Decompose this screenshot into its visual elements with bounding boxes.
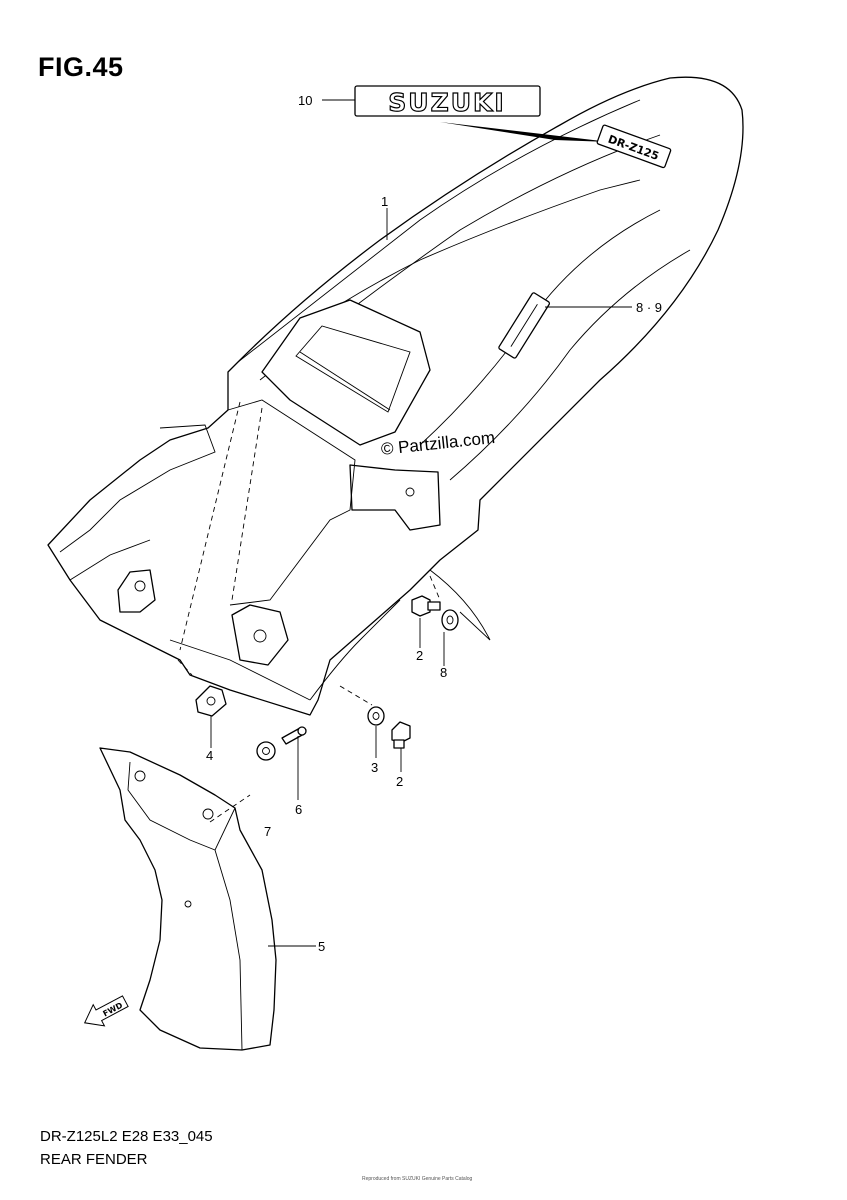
washer-part[interactable] <box>367 706 385 726</box>
bolt-part[interactable] <box>411 595 441 617</box>
callout-2a: 2 <box>416 648 423 663</box>
callout-10: 10 <box>298 93 312 108</box>
callout-3: 3 <box>371 760 378 775</box>
bolt-part[interactable] <box>391 721 411 749</box>
leader-lines <box>210 99 632 947</box>
callout-5: 5 <box>318 939 325 954</box>
callout-8: 8 <box>440 665 447 680</box>
grommet-part[interactable] <box>195 685 227 717</box>
footer-note: Reproduced from SUZUKI Genuine Parts Cat… <box>362 1176 473 1182</box>
figure-subtitle: REAR FENDER <box>40 1151 148 1168</box>
screw-part[interactable] <box>281 726 307 745</box>
callout-6: 6 <box>295 802 302 817</box>
figure-title: FIG.45 <box>38 52 124 82</box>
callout-8-9: 8 · 9 <box>636 300 662 315</box>
washer-part[interactable] <box>256 741 276 761</box>
suzuki-emblem-part[interactable]: SUZUKI <box>354 85 610 142</box>
mudflap-part[interactable] <box>99 747 277 1051</box>
side-decal-part[interactable] <box>498 292 551 359</box>
model-code: DR-Z125L2 E28 E33_045 <box>40 1128 213 1145</box>
suzuki-emblem-text: SUZUKI <box>388 88 505 117</box>
callout-2b: 2 <box>396 774 403 789</box>
callout-1: 1 <box>381 194 388 209</box>
washer-part[interactable] <box>441 609 459 631</box>
forward-direction-arrow: FWD <box>83 995 129 1027</box>
rear-fender-part[interactable] <box>47 76 744 716</box>
callout-labels: 10 1 8 · 9 2 8 4 3 2 6 7 5 <box>206 93 662 954</box>
callout-4: 4 <box>206 748 213 763</box>
callout-7: 7 <box>264 824 271 839</box>
